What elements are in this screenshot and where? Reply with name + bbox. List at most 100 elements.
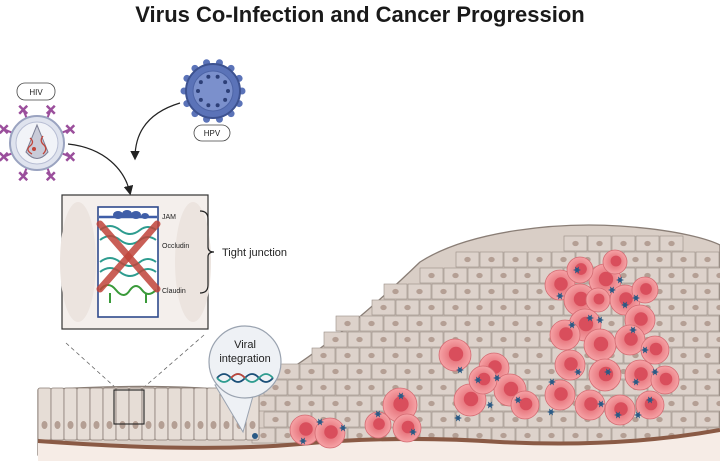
hpv-surface-dot xyxy=(198,97,203,102)
viral-particle-icon xyxy=(316,418,324,426)
viral-particle-icon xyxy=(397,392,405,400)
dna-helix-icon xyxy=(216,373,274,383)
cell-nucleus xyxy=(296,384,303,391)
hiv-label-box xyxy=(16,82,56,101)
cell-nucleus xyxy=(41,421,48,429)
cell-nucleus xyxy=(344,416,351,423)
cell-nucleus xyxy=(464,416,471,423)
cancer-nucleus xyxy=(640,283,652,295)
hpv-surface-dot xyxy=(206,74,211,79)
viral-particle-icon xyxy=(616,276,624,284)
hiv-spike-head xyxy=(65,151,76,162)
hiv-spike-head xyxy=(0,124,9,135)
hpv-surface-dots xyxy=(196,74,230,108)
hpv-surface-dot xyxy=(223,97,228,102)
cancer-nucleus xyxy=(373,418,385,430)
cancer-nucleus xyxy=(649,342,663,356)
cell-nucleus xyxy=(404,304,411,311)
cell-nucleus xyxy=(171,421,178,429)
cell-nucleus xyxy=(272,384,279,391)
cell-nucleus xyxy=(572,240,579,247)
cell-nucleus xyxy=(536,320,543,327)
cell-nucleus xyxy=(668,272,675,279)
cell-nucleus xyxy=(704,320,711,327)
cell-nucleus xyxy=(440,416,447,423)
cell-nucleus xyxy=(428,400,435,407)
cell-nucleus xyxy=(332,336,339,343)
cell-nucleus xyxy=(596,432,603,439)
viral-particle-icon xyxy=(409,428,417,436)
viral-particle-icon xyxy=(299,437,307,445)
cell-nucleus xyxy=(428,304,435,311)
cell-nucleus xyxy=(380,304,387,311)
hpv-surface-dot xyxy=(226,89,230,93)
hpv-virus: HPV xyxy=(180,59,246,142)
columnar-cell xyxy=(50,387,65,441)
cell-nucleus xyxy=(392,288,399,295)
viral-particles xyxy=(299,266,659,445)
cell-nucleus xyxy=(680,416,687,423)
cell-nucleus xyxy=(500,272,507,279)
hpv-surface-dot xyxy=(206,103,211,108)
cell-nucleus xyxy=(223,421,230,429)
cell-nucleus xyxy=(332,368,339,375)
viral-particle-icon xyxy=(641,346,649,354)
viral-integration-callout: Viral integration xyxy=(208,325,282,439)
viral-particle-icon xyxy=(252,433,258,439)
cell-nucleus xyxy=(54,421,61,429)
cell-nucleus xyxy=(704,352,711,359)
cell-nucleus xyxy=(716,368,720,375)
cell-nucleus xyxy=(524,272,531,279)
claudin-label: Claudin xyxy=(162,288,186,295)
cell-nucleus xyxy=(476,272,483,279)
columnar-cell xyxy=(76,387,91,441)
cell-nucleus xyxy=(548,304,555,311)
cell-nucleus xyxy=(668,400,675,407)
columnar-cell xyxy=(89,387,104,441)
cell-nucleus xyxy=(210,421,217,429)
cell-nucleus xyxy=(512,416,519,423)
viral-particle-icon xyxy=(597,400,605,408)
cell-nucleus xyxy=(704,384,711,391)
cell-nucleus xyxy=(704,416,711,423)
cell-nucleus xyxy=(596,240,603,247)
cell-nucleus xyxy=(356,400,363,407)
cancer-nucleus xyxy=(573,291,589,307)
cell-nucleus xyxy=(524,336,531,343)
viral-particle-icon xyxy=(632,378,640,386)
hpv-surface-dot xyxy=(215,74,220,79)
hpv-surface-dot xyxy=(196,89,200,93)
hiv-spike-head xyxy=(45,104,56,115)
cell-nucleus xyxy=(716,400,720,407)
viral-particle-icon xyxy=(493,374,501,382)
cell-nucleus xyxy=(692,400,699,407)
cell-nucleus xyxy=(392,320,399,327)
cell-nucleus xyxy=(344,320,351,327)
cell-nucleus xyxy=(620,432,627,439)
cell-nucleus xyxy=(680,320,687,327)
cell-nucleus xyxy=(80,421,87,429)
cell-nucleus xyxy=(536,416,543,423)
cell-nucleus xyxy=(488,416,495,423)
cell-nucleus xyxy=(560,256,567,263)
cancer-nucleus xyxy=(324,425,338,439)
cell-nucleus xyxy=(452,304,459,311)
viral-particle-icon xyxy=(634,411,642,419)
cell-nucleus xyxy=(704,288,711,295)
cell-nucleus xyxy=(284,432,291,439)
cell-nucleus xyxy=(93,421,100,429)
tight-junction-brace xyxy=(199,210,215,294)
cell-nucleus xyxy=(344,384,351,391)
basement-membrane xyxy=(38,430,720,461)
cell-nucleus xyxy=(476,432,483,439)
jam-protein xyxy=(99,210,157,219)
cell-nucleus xyxy=(632,416,639,423)
cell-nucleus xyxy=(284,368,291,375)
cancer-nucleus xyxy=(598,271,614,287)
cell-nucleus xyxy=(404,368,411,375)
cell-nucleus xyxy=(536,288,543,295)
columnar-cell xyxy=(115,387,130,441)
hiv-spike-head xyxy=(18,104,29,115)
cancer-nucleus xyxy=(559,327,573,341)
